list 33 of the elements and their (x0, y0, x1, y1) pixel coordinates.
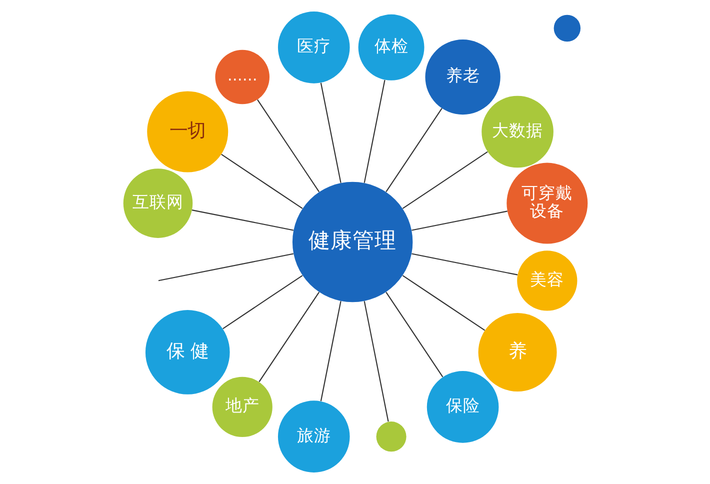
connector (222, 275, 302, 330)
node-circle: 养老 (424, 39, 500, 115)
node-circle: 旅游 (277, 400, 350, 472)
connector (411, 210, 507, 231)
connector (385, 292, 443, 378)
connector (402, 151, 488, 209)
connector (320, 82, 341, 183)
connector (220, 154, 302, 209)
connector (158, 253, 294, 282)
connector (256, 99, 319, 192)
connector (258, 292, 319, 382)
node-circle: 一切 (146, 91, 228, 172)
node-circle: 互联网 (122, 168, 192, 238)
node-circle (553, 14, 580, 42)
node-circle: 健康管理 (292, 182, 412, 302)
connector (191, 210, 294, 231)
node-circle: 可穿戴设备 (506, 162, 588, 244)
connector (402, 275, 485, 331)
connector (363, 80, 385, 183)
node-circle: 美容 (516, 250, 577, 311)
node-circle: 保险 (426, 371, 498, 443)
node-circle: 体检 (358, 14, 424, 80)
node-circle: 地产 (212, 376, 272, 438)
connector (320, 301, 341, 402)
node-circle (376, 422, 406, 452)
connector (411, 253, 518, 276)
node-circle: 医疗 (277, 12, 350, 84)
connector (363, 301, 388, 422)
connector (385, 108, 442, 192)
node-circle: 养 (478, 312, 556, 392)
node-circle: 保 健 (144, 310, 230, 394)
node-circle: …… (214, 50, 269, 104)
node-circle: 大数据 (481, 96, 553, 168)
